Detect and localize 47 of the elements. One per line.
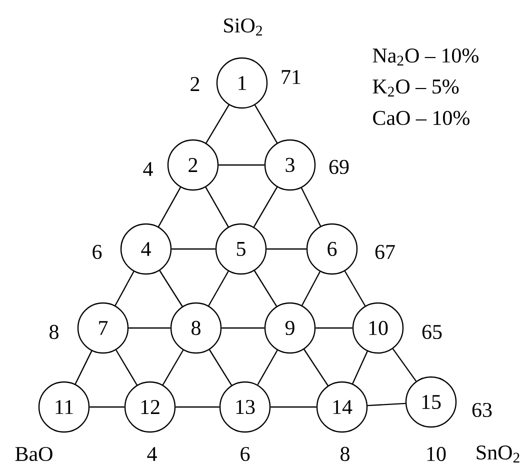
connector-line xyxy=(316,327,352,329)
label: SnO$_{2}$ xyxy=(476,445,520,462)
connector-line xyxy=(392,348,417,382)
connector-line xyxy=(116,350,138,386)
label: 65 xyxy=(422,324,442,340)
connector-line xyxy=(222,327,264,329)
connector-line xyxy=(304,349,328,386)
label: BaO xyxy=(15,446,52,462)
connector-line xyxy=(352,351,368,384)
label: Na$_{2}$O – 10% xyxy=(372,48,478,66)
connector-line xyxy=(128,327,170,329)
label: 4 xyxy=(147,447,157,461)
connector-line xyxy=(266,248,306,250)
connector-line xyxy=(206,104,230,144)
connector-line xyxy=(208,270,229,306)
connector-line xyxy=(172,248,216,250)
connector-line xyxy=(162,350,184,386)
label: 8 xyxy=(340,446,350,462)
connector-line xyxy=(300,188,322,226)
connector-line xyxy=(270,406,316,408)
connector-line xyxy=(254,270,278,307)
connector-line xyxy=(159,270,183,307)
label: K$_{2}$O – 5% xyxy=(372,79,459,97)
label: 6 xyxy=(92,244,102,260)
connector-line xyxy=(253,186,278,228)
connector-line xyxy=(368,402,406,406)
connector-line xyxy=(158,187,182,227)
connector-line xyxy=(74,350,92,384)
connector-line xyxy=(114,271,134,306)
label: 67 xyxy=(375,244,395,260)
connector-line xyxy=(205,186,229,228)
connector-line xyxy=(90,406,124,408)
label: 69 xyxy=(329,160,349,174)
connector-line xyxy=(254,104,278,144)
connector-line xyxy=(302,271,321,306)
label: 8 xyxy=(50,324,58,340)
label: 71 xyxy=(282,70,300,84)
label: SiO$_{2}$ xyxy=(224,18,262,36)
label: 2 xyxy=(190,77,200,91)
connector-line xyxy=(344,270,366,306)
connector-line xyxy=(176,406,220,408)
connector-line xyxy=(257,350,278,386)
connector-line xyxy=(208,349,232,386)
label: CaO – 10% xyxy=(373,110,470,126)
label: 10 xyxy=(427,446,446,462)
label: 4 xyxy=(143,162,153,176)
connector-line xyxy=(218,164,264,166)
